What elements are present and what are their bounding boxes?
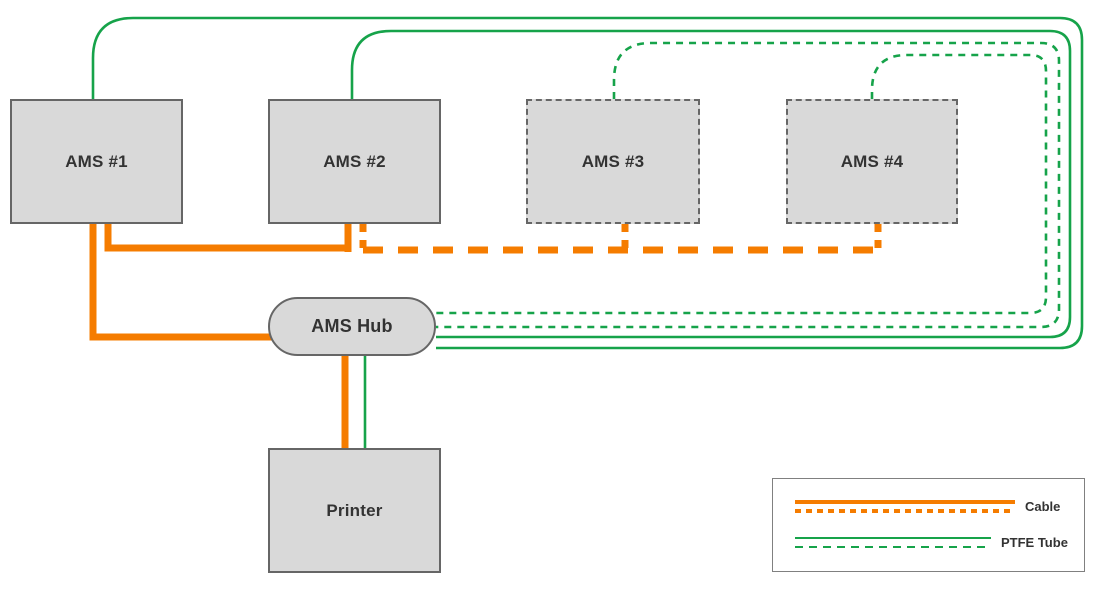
legend-row-cable: Cable (795, 497, 1060, 515)
legend-row-tube: PTFE Tube (795, 533, 1068, 551)
tube-ams2-loop (350, 29, 1072, 339)
node-printer[interactable]: Printer (268, 448, 441, 573)
node-ams1-label: AMS #1 (65, 151, 128, 171)
node-ams4-label: AMS #4 (840, 151, 904, 171)
tube-group (91, 16, 1084, 448)
node-ams-hub[interactable]: AMS Hub (268, 297, 436, 356)
legend-tube-dashed-line (795, 546, 991, 548)
node-ams3-label: AMS #3 (581, 151, 645, 171)
legend-cable-dotted-line (795, 509, 1015, 513)
cable-group (89, 224, 882, 448)
node-ams2[interactable]: AMS #2 (268, 99, 441, 224)
legend-tube-solid-line (795, 537, 991, 539)
node-ams1[interactable]: AMS #1 (10, 99, 183, 224)
node-ams3[interactable]: AMS #3 (526, 99, 700, 224)
tube-ams4-loop (436, 53, 1048, 315)
legend-label-tube: PTFE Tube (1001, 534, 1068, 550)
legend: Cable PTFE Tube (772, 478, 1085, 572)
legend-cable-solid-line (795, 500, 1015, 504)
tube-ams1-loop (91, 16, 1084, 350)
legend-swatch-cable (795, 497, 1015, 515)
cable-ams1-bus (104, 224, 348, 252)
node-ams2-label: AMS #2 (323, 151, 386, 171)
node-ams4[interactable]: AMS #4 (786, 99, 958, 224)
tube-ams3-loop (436, 41, 1061, 329)
legend-swatch-tube (795, 533, 991, 551)
node-ams-hub-label: AMS Hub (311, 316, 393, 336)
legend-label-cable: Cable (1025, 498, 1061, 514)
node-printer-label: Printer (326, 500, 383, 520)
cable-ams1-hub (89, 224, 272, 341)
